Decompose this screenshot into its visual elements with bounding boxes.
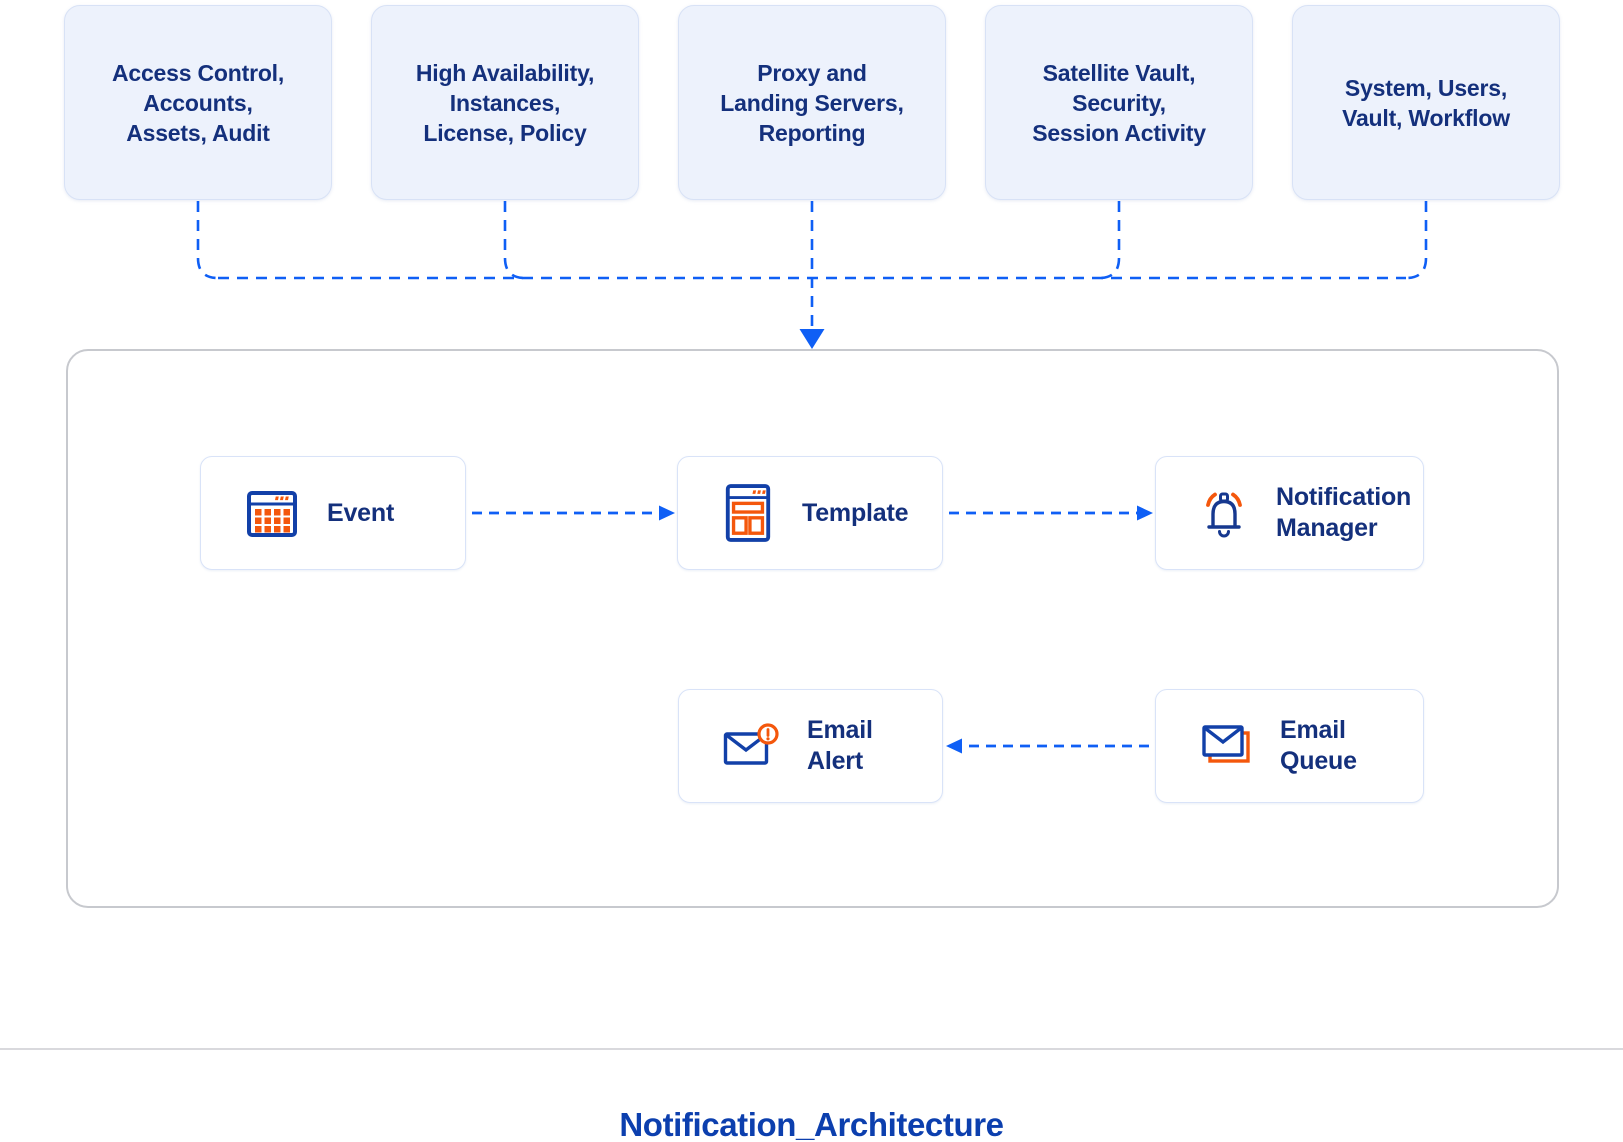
node-label: Notification Manager [1276, 483, 1412, 542]
arrowhead-into-container [799, 329, 825, 349]
source-group-box-proxy: Proxy and Landing Servers, Reporting [678, 5, 946, 200]
connector-stub-access-control [196, 201, 219, 280]
node-label: Email Alert [807, 716, 873, 775]
source-group-box-satellite-vault: Satellite Vault, Security, Session Activ… [985, 5, 1253, 200]
node-event: Event [200, 456, 466, 570]
connector-stub-high-availability [503, 201, 526, 280]
footer-divider [0, 1048, 1623, 1050]
source-group-box-access-control: Access Control, Accounts, Assets, Audit [64, 5, 332, 200]
source-group-label: Satellite Vault, Security, Session Activ… [1032, 59, 1206, 146]
node-email-alert: Email Alert [678, 689, 943, 803]
node-email-queue: Email Queue [1155, 689, 1424, 803]
layout-window-icon [725, 484, 771, 542]
source-group-label: High Availability, Instances, License, P… [415, 59, 595, 146]
connector-stub-satellite-vault [1098, 201, 1121, 280]
source-group-label: System, Users, Vault, Workflow [1342, 74, 1510, 131]
node-notification-manager: Notification Manager [1155, 456, 1424, 570]
node-label: Email Queue [1280, 716, 1357, 775]
bell-icon [1206, 492, 1242, 538]
diagram-title: Notification_Architecture [619, 1106, 1004, 1142]
node-label: Event [327, 498, 395, 527]
source-group-box-system-users: System, Users, Vault, Workflow [1292, 5, 1560, 200]
calendar-grid-icon [247, 491, 297, 537]
email-queue-icon [1202, 725, 1250, 763]
node-label: Template [802, 498, 909, 527]
email-alert-icon [723, 723, 779, 765]
source-group-label: Access Control, Accounts, Assets, Audit [111, 59, 285, 146]
node-template: Template [677, 456, 943, 570]
source-group-label: Proxy and Landing Servers, Reporting [720, 59, 904, 146]
connector-stub-system-users [1405, 201, 1428, 280]
notification-system-container [66, 349, 1559, 908]
source-group-box-high-availability: High Availability, Instances, License, P… [371, 5, 639, 200]
